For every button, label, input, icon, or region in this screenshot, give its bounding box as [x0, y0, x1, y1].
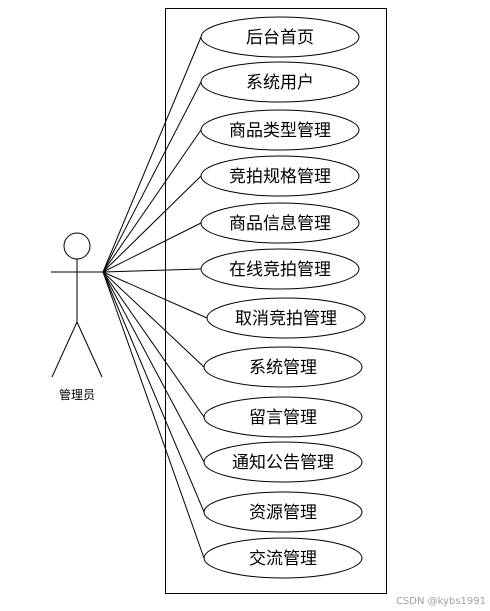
association-line: [102, 271, 205, 559]
use-case-ellipse: [206, 297, 366, 339]
use-case: 竞拍规格管理: [200, 155, 360, 197]
association-line: [102, 175, 202, 273]
association-line: [102, 271, 208, 319]
use-case-label: 交流管理: [249, 549, 317, 569]
use-case-label: 通知公告管理: [232, 453, 334, 473]
actor-right-leg: [76, 321, 103, 378]
use-case-ellipse: [200, 155, 360, 197]
association-line: [102, 268, 202, 273]
system-boundary: [165, 8, 387, 594]
association-lines: [102, 36, 208, 559]
use-case: 商品信息管理: [200, 202, 360, 244]
use-case-label: 取消竞拍管理: [235, 309, 337, 329]
association-line: [102, 271, 205, 463]
use-case: 后台首页: [200, 16, 360, 58]
association-line: [102, 271, 205, 368]
use-case: 通知公告管理: [203, 441, 363, 483]
use-case: 系统管理: [203, 346, 363, 388]
association-line: [102, 81, 202, 273]
actor-head: [63, 232, 91, 260]
use-case: 取消竞拍管理: [206, 297, 366, 339]
use-case-label: 竞拍规格管理: [229, 167, 331, 187]
use-case: 资源管理: [203, 491, 363, 533]
use-case-label: 后台首页: [246, 28, 314, 48]
use-case: 交流管理: [203, 537, 363, 579]
association-line: [102, 271, 205, 418]
use-case-ellipse: [203, 441, 363, 483]
use-case-list: 后台首页系统用户商品类型管理竞拍规格管理商品信息管理在线竞拍管理取消竞拍管理系统…: [200, 16, 366, 579]
use-case-label: 资源管理: [249, 503, 317, 523]
use-case-label: 系统管理: [249, 358, 317, 378]
actor-figure: [51, 232, 103, 378]
actor-label: 管理员: [59, 387, 95, 402]
use-case-ellipse: [200, 16, 360, 58]
use-case-label: 商品类型管理: [229, 121, 331, 141]
use-case: 系统用户: [200, 61, 360, 103]
use-case-ellipse: [203, 537, 363, 579]
association-line: [102, 271, 205, 513]
use-case-ellipse: [203, 396, 363, 438]
association-line: [102, 36, 202, 273]
actor-left-leg: [51, 321, 78, 378]
association-line: [102, 129, 202, 273]
use-case-ellipse: [200, 202, 360, 244]
association-line: [102, 222, 202, 273]
use-case-label: 商品信息管理: [229, 214, 331, 234]
use-case-ellipse: [200, 61, 360, 103]
use-case-label: 留言管理: [249, 408, 317, 428]
use-case: 商品类型管理: [200, 109, 360, 151]
use-case-label: 在线竞拍管理: [229, 260, 331, 280]
use-case-ellipse: [200, 109, 360, 151]
use-case: 在线竞拍管理: [200, 248, 360, 290]
use-case: 留言管理: [203, 396, 363, 438]
use-case-ellipse: [203, 491, 363, 533]
use-case-ellipse: [203, 346, 363, 388]
use-case-ellipse: [200, 248, 360, 290]
use-case-label: 系统用户: [246, 73, 314, 93]
watermark: CSDN @kybs1991: [396, 596, 486, 607]
